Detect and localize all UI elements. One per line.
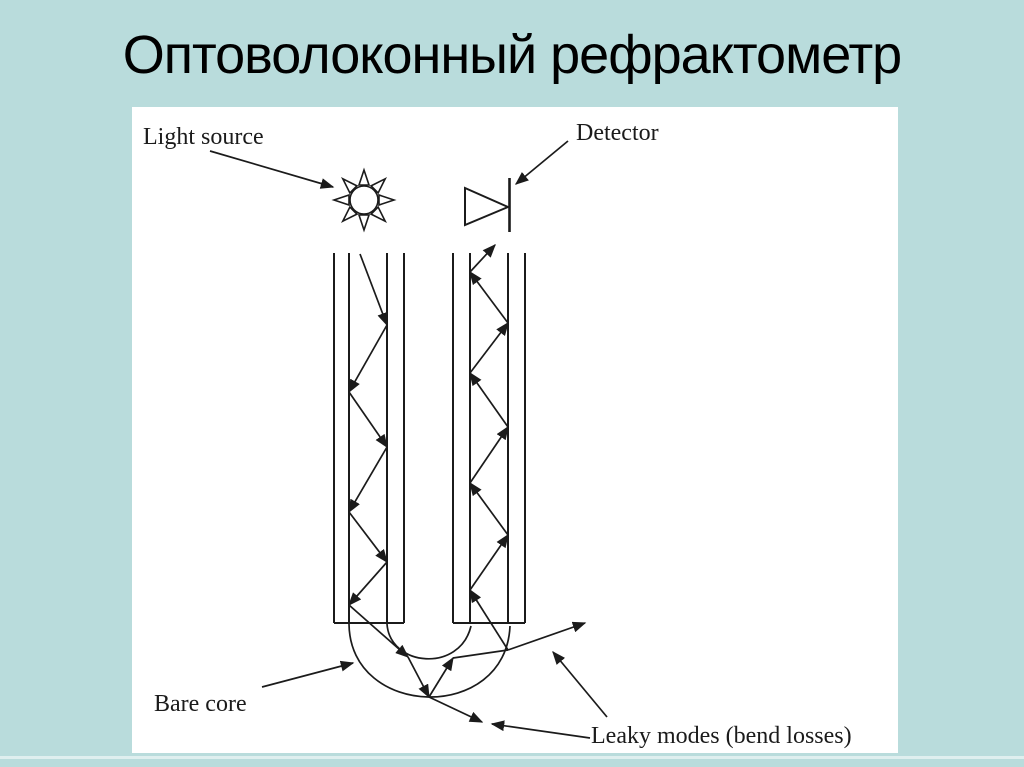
slide-title: Оптоволоконный рефрактометр — [122, 25, 902, 85]
bare-core-pointer-arrow — [261, 660, 355, 688]
diagram-panel: Light source Detector Bare core Leaky mo… — [132, 107, 898, 753]
leaky-modes-label: Leaky modes (bend losses) — [591, 723, 852, 749]
sun-ray — [369, 205, 388, 224]
left-fiber-tube — [333, 253, 405, 624]
ray — [469, 371, 509, 428]
leaky-ray — [507, 621, 587, 651]
light-source-sun-icon — [331, 167, 397, 233]
sun-ray — [331, 193, 350, 207]
sun-ray — [369, 176, 388, 195]
ray — [452, 649, 509, 659]
sun-ray — [357, 167, 371, 186]
ray — [407, 656, 430, 699]
detector-label: Detector — [576, 120, 659, 146]
ray — [469, 481, 509, 536]
sun-ray — [357, 214, 371, 233]
ray — [469, 321, 509, 374]
leaky-modes-pointer-arrow-upper — [552, 650, 608, 718]
detector-triangle — [464, 186, 511, 227]
right-fiber-tube — [452, 253, 526, 624]
sun-ray — [378, 193, 397, 207]
ray — [348, 391, 388, 449]
bare-core-label: Bare core — [154, 691, 247, 717]
sun-ray — [340, 176, 359, 195]
ray-to-detector — [469, 244, 496, 273]
bend-inner-arc — [386, 623, 472, 660]
detector-symbol-icon — [464, 178, 511, 232]
ray — [348, 446, 388, 514]
bend-outer-arc — [348, 623, 511, 698]
leaky-ray — [428, 696, 484, 723]
leaky-modes-pointer-arrow-lower — [490, 720, 591, 739]
ray — [469, 588, 509, 651]
sun-ray — [340, 205, 359, 224]
ray — [469, 425, 509, 484]
upward-light-rays — [469, 244, 509, 591]
light-source-label: Light source — [143, 124, 264, 150]
ray — [348, 604, 410, 658]
ray — [428, 656, 454, 698]
bare-core-bend — [348, 623, 511, 698]
label-pointer-arrows — [209, 140, 608, 739]
ray — [469, 270, 509, 324]
detector-pointer-arrow — [514, 140, 569, 185]
slide-bottom-edge — [0, 756, 1024, 759]
refractometer-diagram: Light source Detector Bare core Leaky mo… — [143, 120, 852, 749]
ray — [348, 324, 388, 394]
sun-disc — [349, 185, 379, 215]
downward-light-rays — [348, 253, 430, 699]
light-source-pointer-arrow — [209, 150, 335, 189]
ray — [348, 561, 388, 607]
bend-and-leaky-rays — [428, 588, 587, 723]
ray — [469, 533, 509, 591]
ray — [348, 511, 388, 564]
ray — [359, 253, 388, 327]
